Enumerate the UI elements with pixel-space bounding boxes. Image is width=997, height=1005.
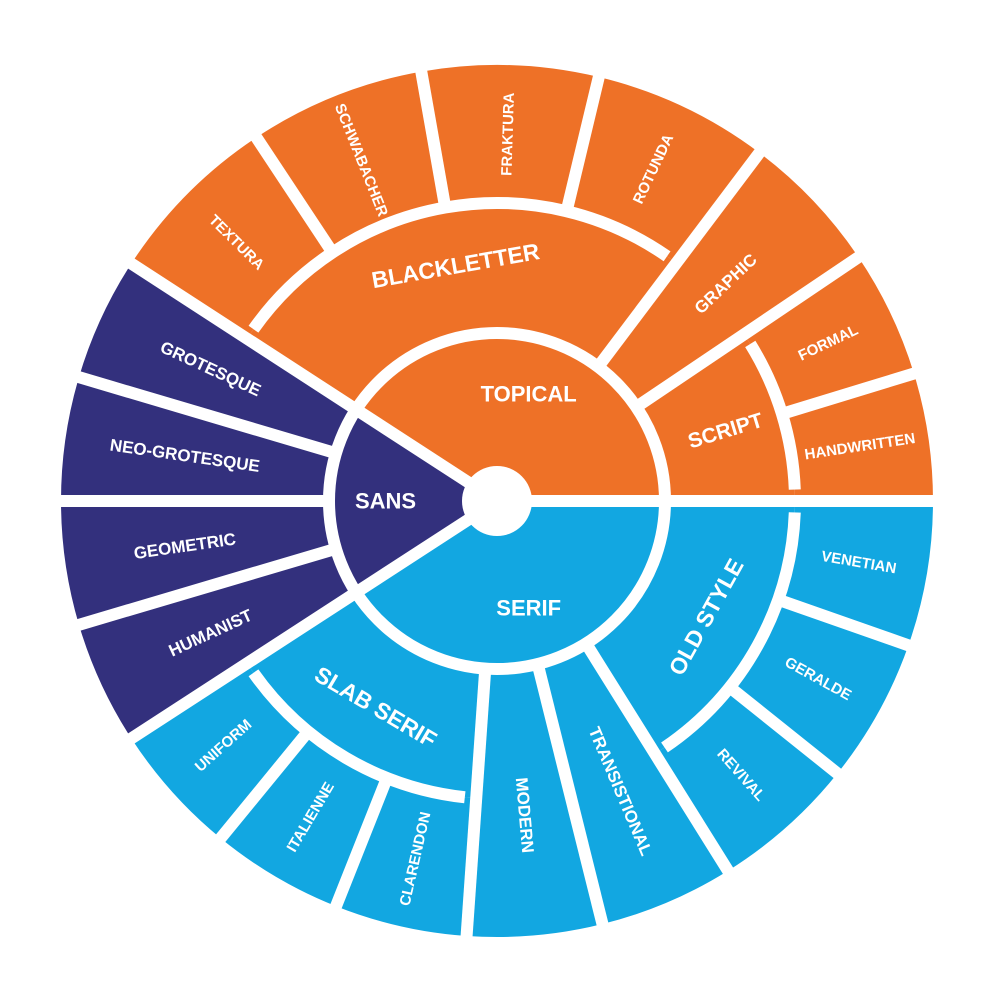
divider-schwabacher (414, 66, 452, 209)
segment-modern (466, 664, 603, 938)
divider-geralde (725, 682, 845, 781)
segments-layer (57, 64, 937, 941)
divider-venetian (776, 593, 915, 653)
segment-formal (744, 257, 914, 414)
segment-fraktura (421, 64, 599, 212)
segment-script (636, 334, 795, 501)
ring-gap-script (745, 340, 801, 490)
segment-humanist (78, 548, 357, 739)
segment-graphic (598, 152, 859, 408)
divider-serif (124, 513, 473, 746)
divider-modern (460, 668, 492, 941)
divider-textura (249, 130, 338, 256)
divider-sans (124, 256, 473, 489)
segment-sans (328, 409, 470, 593)
divider-graphic (632, 249, 866, 413)
ring-gap-blackletter (248, 197, 671, 333)
divider-humanist (73, 542, 338, 632)
label-topical: TOPICAL (481, 382, 577, 407)
divider-old-style (580, 640, 736, 878)
divider-transistional (531, 662, 610, 930)
label-sans: SANS (355, 489, 416, 514)
segment-geralde (729, 599, 909, 774)
divider-fraktura (560, 71, 606, 213)
segment-grotesque (78, 263, 357, 454)
ring-gap-slab-serif (248, 669, 466, 804)
segment-neo-grotesque (61, 377, 336, 501)
segment-uniform (131, 663, 309, 839)
ring-gap-old-style (661, 512, 801, 753)
segment-italienne (220, 731, 387, 907)
segment-blackletter (247, 203, 677, 410)
segment-geometric (60, 501, 336, 625)
segment-old-style (586, 501, 795, 754)
divider-italienne (213, 727, 313, 846)
label-serif: SERIF (496, 595, 561, 620)
center-hole (462, 466, 532, 536)
divider-neo-grotesque (73, 370, 338, 460)
segment-clarendon (336, 777, 477, 936)
divider-clarendon (328, 775, 393, 913)
divider-blackletter (593, 145, 767, 371)
label-fraktura: FRAKTURA (498, 92, 518, 176)
segment-slab-serif (247, 592, 486, 799)
divider-formal (780, 366, 920, 420)
